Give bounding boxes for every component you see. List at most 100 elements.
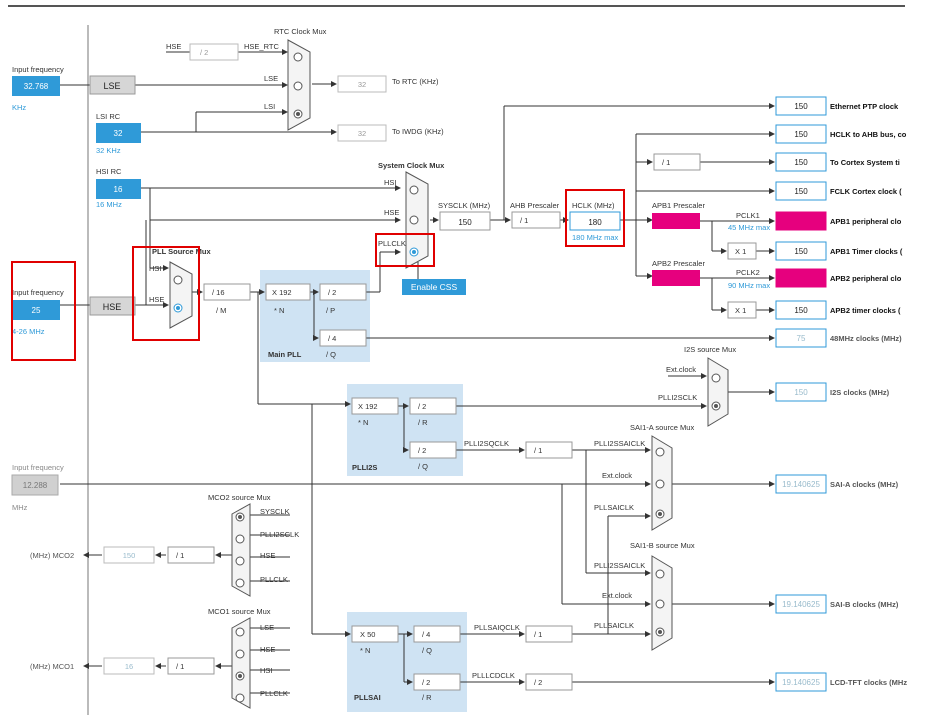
lse-unit: KHz [12,103,26,112]
to-rtc-label: To RTC (KHz) [392,77,439,86]
mco1-option-pllclk[interactable] [235,693,245,703]
sai-a-in1-label: PLLI2SSAICLK [594,439,645,448]
output-value: 19.140625 [782,678,820,687]
mco1-option-hse[interactable] [235,649,245,659]
mco2-label: (MHz) MCO2 [30,551,74,560]
i2s-mux-ext-label: Ext.clock [666,365,696,374]
enable-css-button[interactable] [402,279,466,295]
hse-unit: 4-26 MHz [12,327,45,336]
rtc-hse-label: HSE [166,42,181,51]
hse-highlight [11,261,76,361]
output-value: 19.140625 [782,480,820,489]
mco2-in-0: SYSCLK [260,507,290,516]
mco1-in-2: HSI [260,666,273,675]
hse-input-title: Input frequency [12,288,64,297]
hsi-unit: 16 MHz [96,200,122,209]
pll-q-label: / Q [326,350,336,359]
hclk-input[interactable] [569,211,621,231]
pllsai-title: PLLSAI [354,693,381,702]
plli2s-q-divider[interactable] [409,441,457,459]
pllsai-q-divider[interactable] [413,625,461,643]
sai-b-option-plli2s[interactable] [655,569,665,579]
mco1-value-box [103,657,155,675]
pllsai-r-label: / R [422,693,432,702]
pclk2-label: PCLK2 [736,268,760,277]
output-value: 150 [794,388,808,397]
output-value-box [775,474,827,494]
enable-css-label: Enable CSS [411,282,458,292]
pllsai-q-label: / Q [422,646,432,655]
mco1-divider[interactable] [167,657,215,675]
pll-source-option-hsi[interactable] [173,275,183,285]
lse-frequency-field[interactable] [12,76,60,96]
hsi-block [96,179,141,199]
mco1-in-1: HSE [260,645,275,654]
lsi-value: 32 [114,129,123,138]
i2s-mux-option-ext[interactable] [711,373,721,383]
output-value: 150 [794,187,808,196]
mco2-option-plli2sclk[interactable] [235,534,245,544]
mco2-source-mux [231,503,251,597]
sai-a-mux-title: SAI1-A source Mux [630,423,694,432]
pll-m-divider[interactable] [203,283,251,301]
rtc-mux-option-lse[interactable] [293,81,303,91]
output-label: 48MHz clocks (MHz) [830,334,902,343]
hse-frequency-field[interactable] [12,300,60,320]
apb2-prescaler-label: APB2 Prescaler [652,259,705,268]
pllsai-n-multiplier[interactable] [351,625,399,643]
hclk-highlight [565,189,625,247]
mco1-selected-dot [238,674,242,678]
lcd-divider-value: / 2 [534,678,542,687]
rtc-hse-divider-value: / 2 [200,48,208,57]
sysclk-value-box [439,211,491,231]
plli2s-r-divider[interactable] [409,397,457,415]
lsi-title: LSI RC [96,112,121,121]
mco2-option-hse[interactable] [235,556,245,566]
sai-b-option-ext[interactable] [655,599,665,609]
output-value: 150 [794,247,808,256]
output-label: Ethernet PTP clock [830,102,899,111]
sysmux-option-hse[interactable] [409,215,419,225]
pll-p-divider[interactable] [319,283,367,301]
mco2-option-pllclk[interactable] [235,578,245,588]
sysmux-option-hsi[interactable] [409,185,419,195]
sai-b-in3-label: PLLSAICLK [594,621,634,630]
mco2-divider[interactable] [167,546,215,564]
pll-p-label: / P [326,306,335,315]
output-value: 75 [797,334,806,343]
i2s-source-mux [707,357,729,427]
pllsaiq-divider[interactable] [525,625,573,643]
hse-frequency-value: 25 [32,306,41,315]
apb2-prescaler-select[interactable] [652,270,700,286]
mco1-option-lse[interactable] [235,627,245,637]
pclk1-label: PCLK1 [736,211,760,220]
lcd-divider[interactable] [525,673,573,691]
output-value-box [775,241,827,261]
sai-a-option-ext[interactable] [655,479,665,489]
pll-n-label: * N [274,306,284,315]
apb1-prescaler-select[interactable] [652,213,700,229]
plli2s-n-multiplier[interactable] [351,397,399,415]
output-value-box [775,594,827,614]
pllsai-q-value: / 4 [422,630,430,639]
pllsai-r-divider[interactable] [413,673,461,691]
i2s-ext-frequency-field[interactable] [11,474,59,496]
output-value: 150 [794,102,808,111]
i2s-mux-selected-dot [714,404,718,408]
pll-q-divider[interactable] [319,329,367,347]
sysmux-hsi-label: HSI [384,178,397,187]
cortex-divider[interactable] [653,153,701,171]
plli2s-r-value: / 2 [418,402,426,411]
pll-n-multiplier[interactable] [265,283,311,301]
rtc-mux-option-hse[interactable] [293,52,303,62]
output-label: HCLK to AHB bus, co [830,130,907,139]
rtc-hse-divider[interactable] [189,43,239,61]
apb2-timer-multiplier [727,301,757,319]
output-label: SAI-A clocks (MHz) [830,480,899,489]
ahb-prescaler-select[interactable] [511,211,561,229]
sai-a-option-plli2s[interactable] [655,447,665,457]
pll-source-highlight [132,246,200,341]
pll-m-label: / M [216,306,226,315]
plli2sq-divider[interactable] [525,441,573,459]
